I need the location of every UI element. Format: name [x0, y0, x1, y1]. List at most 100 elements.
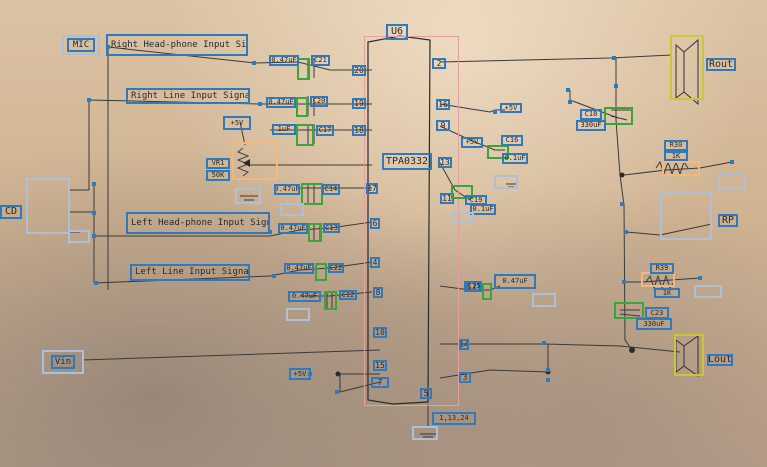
r39-value: 1K — [654, 288, 680, 298]
gnd-box-vr — [235, 188, 261, 204]
node — [252, 61, 256, 65]
c17-name: C17 — [316, 125, 334, 136]
junction-dot — [629, 347, 635, 353]
node — [258, 102, 262, 106]
gnd-box-c19 — [452, 212, 474, 224]
c21-name: C21 — [311, 55, 330, 66]
node — [92, 182, 96, 186]
wire-vr-top — [239, 121, 372, 146]
pin-16: 16 — [436, 99, 450, 110]
c15-value: 0.47uF — [494, 274, 536, 289]
node — [546, 368, 550, 372]
gnd-box-c16 — [494, 175, 518, 189]
capacitor-c22 — [315, 263, 327, 281]
gnd-box-cd — [68, 230, 90, 243]
c17-value: 1uF — [272, 124, 296, 135]
resistor-r39 — [641, 272, 675, 287]
pin-20: 20 — [352, 65, 366, 76]
c20-value: 0.47uF — [266, 97, 296, 108]
wire-rout — [439, 54, 673, 63]
pin-10: 10 — [373, 327, 387, 338]
pin-4: 4 — [370, 257, 380, 268]
node — [335, 390, 339, 394]
node — [620, 202, 624, 206]
vcc-label-pin: +5V — [461, 137, 483, 148]
node — [614, 84, 618, 88]
r30-value: 1K — [664, 151, 688, 161]
lout-speaker-shape — [675, 335, 699, 377]
rp-jack — [660, 192, 712, 240]
wire-r30-h — [623, 161, 733, 176]
rout-speaker — [670, 35, 704, 100]
c23-plates — [619, 309, 641, 317]
c23-value: 330uF — [636, 318, 672, 330]
pin-3: 3 — [459, 372, 471, 383]
pin-6: 6 — [370, 218, 380, 229]
c18-value: 330uF — [576, 120, 606, 131]
node — [698, 276, 702, 280]
rp-label: RP — [718, 214, 738, 227]
c20-name: C20 — [310, 96, 328, 107]
node — [542, 341, 546, 345]
gnd-box-c14 — [280, 203, 304, 216]
gnd-symbol-ic — [420, 433, 436, 438]
pin-7: 7 — [371, 377, 389, 388]
node — [268, 230, 272, 234]
wire-left-line — [93, 261, 373, 284]
resistor-r30 — [662, 161, 700, 176]
capacitor-c16 — [487, 145, 509, 159]
r39-name: R39 — [650, 263, 674, 274]
c14-value: 0.47uF — [274, 184, 300, 195]
wire-c12 — [300, 291, 373, 297]
left-headphone-signal-label: Left Head-phone Input Signal — [126, 212, 270, 234]
junction-dot-3 — [619, 172, 625, 178]
c14-plates — [307, 183, 315, 203]
cd-out-wire — [70, 211, 94, 233]
gnd-box-r30 — [718, 173, 746, 189]
node — [624, 230, 628, 234]
capacitor-c20 — [296, 97, 308, 117]
pin-18: 18 — [352, 125, 366, 136]
node — [308, 372, 312, 376]
c19-value: 0.1uF — [470, 204, 496, 215]
ic-gnd-pins-label: 1,13,24 — [432, 412, 476, 425]
c17-plates — [307, 124, 315, 144]
node — [87, 98, 91, 102]
node — [546, 378, 550, 382]
c18-name: C18 — [580, 109, 602, 120]
wire-pin3 — [439, 369, 551, 379]
pin-17: 17 — [366, 183, 378, 194]
node — [612, 56, 616, 60]
rout-label: Rout — [706, 58, 736, 71]
vin-source: Vin — [42, 350, 84, 374]
wire-vin — [81, 349, 381, 393]
capacitor-c18 — [604, 107, 633, 125]
node — [92, 211, 96, 215]
pin-5: 5 — [420, 388, 432, 399]
cd-label: CD — [0, 205, 22, 219]
right-headphone-signal-label: Right Head-phone Input Signal — [106, 34, 248, 56]
c16-value: 0.1uF — [502, 153, 528, 164]
capacitor-c15 — [482, 283, 492, 300]
left-line-signal-label: Left Line Input Signal — [130, 264, 250, 281]
pin-15: 15 — [373, 360, 387, 371]
cd-source — [26, 178, 70, 234]
node — [568, 100, 572, 104]
c21-value: 0.47uF — [269, 55, 299, 66]
vin-label: Vin — [51, 355, 75, 369]
gnd-box-r39 — [694, 285, 722, 298]
node — [94, 281, 98, 285]
node — [106, 45, 110, 49]
wire-left-headphone — [94, 221, 373, 237]
gnd-box-ic — [412, 426, 438, 440]
ic-tpa0332-outline — [364, 36, 459, 406]
gnd-box-c12 — [286, 308, 310, 321]
capacitor-c17 — [296, 124, 314, 146]
c12-plates — [326, 291, 333, 308]
ic-name-label: U6 — [386, 24, 408, 40]
c13-name: C13 — [323, 223, 340, 233]
c16-name: C16 — [501, 135, 523, 146]
capacitor-c12 — [324, 291, 337, 310]
c12-value: 0.47uF — [288, 291, 321, 302]
node — [622, 280, 626, 284]
